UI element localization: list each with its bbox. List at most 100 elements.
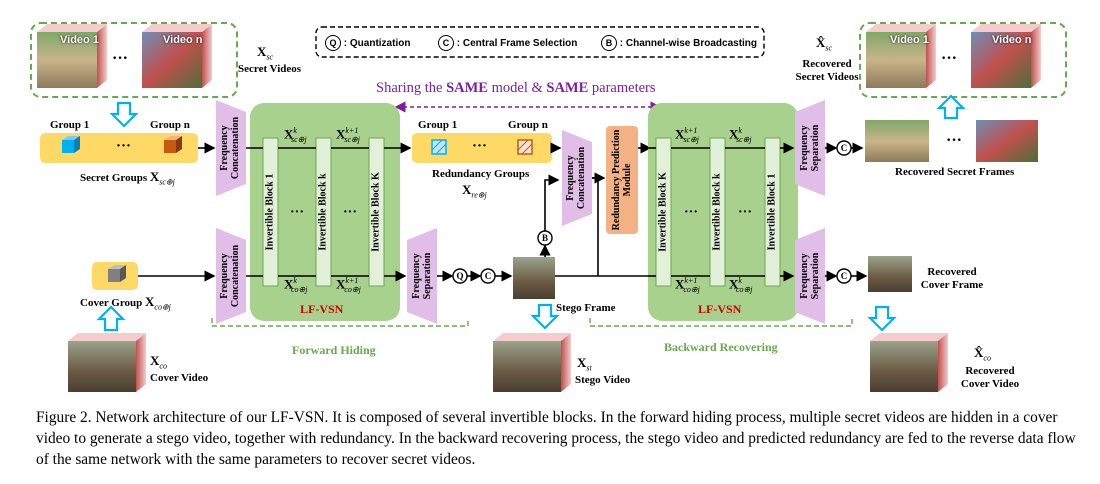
secret-group-n-cube bbox=[164, 140, 176, 153]
c-node-top-label: C bbox=[840, 143, 848, 153]
secret-video-1-label: Video 1 bbox=[60, 34, 99, 46]
video-cube-top bbox=[866, 24, 936, 32]
freq-sep-trap-forward bbox=[407, 228, 437, 324]
freq-concat-trap-bottom bbox=[216, 228, 246, 324]
fwd-top-xk: Xksc⊕j bbox=[284, 126, 307, 144]
redundancy-prediction-module bbox=[606, 126, 638, 234]
secret-groups-label: Secret Groups Xsc⊕j bbox=[80, 169, 175, 187]
cover-group-cube bbox=[108, 269, 120, 282]
freq-concat-top-label: Frequency Concatenation bbox=[219, 116, 241, 180]
legend-quantization: Q : Quantization bbox=[325, 35, 410, 51]
redundancy-groups-label: Redundancy Groups bbox=[432, 168, 530, 180]
legend-central-frame: C : Central Frame Selection bbox=[438, 35, 577, 51]
freq-concat-trap-top bbox=[216, 100, 246, 196]
recovered-videos-symbol: X̂sc bbox=[816, 35, 833, 53]
bwd-invertible-block-K bbox=[655, 137, 672, 287]
bwd-invertible-block-1 bbox=[764, 137, 781, 287]
video-cube-side bbox=[1031, 24, 1041, 88]
bwd-block-K-label: Invertible Block K bbox=[657, 172, 669, 252]
bwd-bot-xk1: Xk+1co⊕j bbox=[675, 276, 700, 294]
freq-concat-trap-backward bbox=[562, 130, 592, 226]
b-symbol: B bbox=[601, 35, 617, 51]
bwd-top-xk: Xksc⊕j bbox=[729, 126, 752, 144]
sharing-part-3: parameters bbox=[588, 80, 656, 96]
recovered-video-1-frame bbox=[866, 32, 926, 88]
stego-frame-image bbox=[513, 257, 555, 299]
c-text: : Central Frame Selection bbox=[456, 38, 578, 49]
recovered-video-n-label: Video n bbox=[992, 34, 1032, 46]
bwd-dots-2: ··· bbox=[738, 205, 753, 220]
recovered-secret-frame-n bbox=[976, 120, 1038, 162]
freq-sep-top-label: Frequency Separation bbox=[799, 124, 821, 172]
cover-video-symbol: Xco bbox=[150, 353, 167, 371]
freq-concat-bottom-label: Frequency Concatenation bbox=[219, 244, 241, 308]
c-node-bottom-label: C bbox=[840, 271, 848, 281]
video-cube-side bbox=[97, 24, 107, 88]
recovered-secret-frames-label: Recovered Secret Frames bbox=[895, 166, 1015, 178]
stego-video-label: Stego Video bbox=[575, 374, 631, 386]
fwd-block-k-label: Invertible Block k bbox=[317, 173, 329, 251]
recovered-cover-frame-image bbox=[868, 256, 912, 292]
sharing-part-1: Sharing the bbox=[376, 80, 447, 96]
bwd-bot-xk: Xkco⊕j bbox=[729, 276, 753, 294]
lfvsn-backward-label: LF-VSN bbox=[698, 302, 742, 316]
video-cube-side bbox=[202, 24, 212, 88]
recovered-secret-videos-box bbox=[859, 22, 1067, 98]
forward-hiding-bracket bbox=[211, 318, 469, 327]
cover-video-label: Cover Video bbox=[150, 372, 209, 384]
legend-box bbox=[315, 26, 765, 58]
sharing-text: Sharing the SAME model & SAME parameters bbox=[376, 80, 656, 97]
lfvsn-forward-label: LF-VSN bbox=[300, 302, 344, 316]
secret-videos-box bbox=[30, 22, 238, 98]
secret-groups-dots: ··· bbox=[116, 138, 132, 154]
stego-video-symbol: Xst bbox=[577, 355, 592, 373]
fwd-bot-xk1: Xk+1co⊕j bbox=[336, 276, 361, 294]
q-symbol: Q bbox=[325, 35, 341, 51]
down-arrow-icon bbox=[530, 303, 560, 330]
secret-videos-label: Secret Videos bbox=[238, 63, 302, 75]
b-text: : Channel-wise Broadcasting bbox=[619, 38, 758, 49]
b-node-label: B bbox=[541, 233, 548, 243]
secret-video-n-frame bbox=[142, 32, 202, 88]
backward-recovering-label: Backward Recovering bbox=[664, 340, 778, 354]
fwd-bot-xk: Xkco⊕j bbox=[284, 276, 308, 294]
video-cube-top bbox=[971, 24, 1041, 32]
freq-sep-trap-bottom bbox=[795, 228, 825, 324]
up-arrow-icon bbox=[96, 305, 126, 332]
freq-sep-forward-label: Frequency Separation bbox=[411, 252, 433, 300]
redundancy-module-label: Redundancy Prediction Module bbox=[611, 129, 633, 231]
redundancy-group-1-label: Group 1 bbox=[418, 119, 458, 131]
freq-sep-trap-top bbox=[795, 100, 825, 196]
sharing-same-1: SAME bbox=[446, 80, 488, 96]
cover-video-frame bbox=[68, 341, 136, 392]
sharing-part-2: model & bbox=[487, 80, 547, 96]
backward-recovering-bracket bbox=[589, 318, 853, 327]
up-arrow-icon bbox=[936, 94, 966, 120]
bwd-block-k-label: Invertible Block k bbox=[711, 173, 723, 251]
redundancy-groups-symbol: Xre⊕j bbox=[462, 182, 487, 200]
fwd-dots-2: ··· bbox=[343, 205, 358, 220]
recovered-cover-video-frame bbox=[870, 341, 938, 392]
bwd-top-xk1: Xk+1sc⊕j bbox=[675, 126, 699, 144]
fwd-dots-1: ··· bbox=[290, 205, 305, 220]
secret-videos-symbol: Xsc bbox=[257, 44, 274, 62]
c-node-label: C bbox=[484, 271, 492, 281]
q-text: : Quantization bbox=[343, 38, 411, 49]
stego-frame-label: Stego Frame bbox=[556, 302, 616, 314]
redundancy-groups-dots: ··· bbox=[472, 138, 488, 154]
recovered-cover-video-symbol: X̂co bbox=[974, 345, 991, 363]
cover-group-label: Cover Group Xco⊕j bbox=[80, 294, 171, 312]
legend-broadcasting: B : Channel-wise Broadcasting bbox=[601, 35, 757, 51]
down-arrow-icon bbox=[867, 305, 897, 332]
secret-video-1-frame bbox=[37, 32, 97, 88]
video-cube-side bbox=[926, 24, 936, 88]
video-cube-top bbox=[142, 24, 212, 32]
fwd-block-1-label: Invertible Block 1 bbox=[264, 173, 276, 251]
redundancy-group-n-label: Group n bbox=[508, 119, 548, 131]
secret-group-1-label: Group 1 bbox=[50, 119, 90, 131]
fwd-block-K-label: Invertible Block K bbox=[370, 172, 382, 252]
recovered-secret-frame-1 bbox=[865, 120, 929, 162]
